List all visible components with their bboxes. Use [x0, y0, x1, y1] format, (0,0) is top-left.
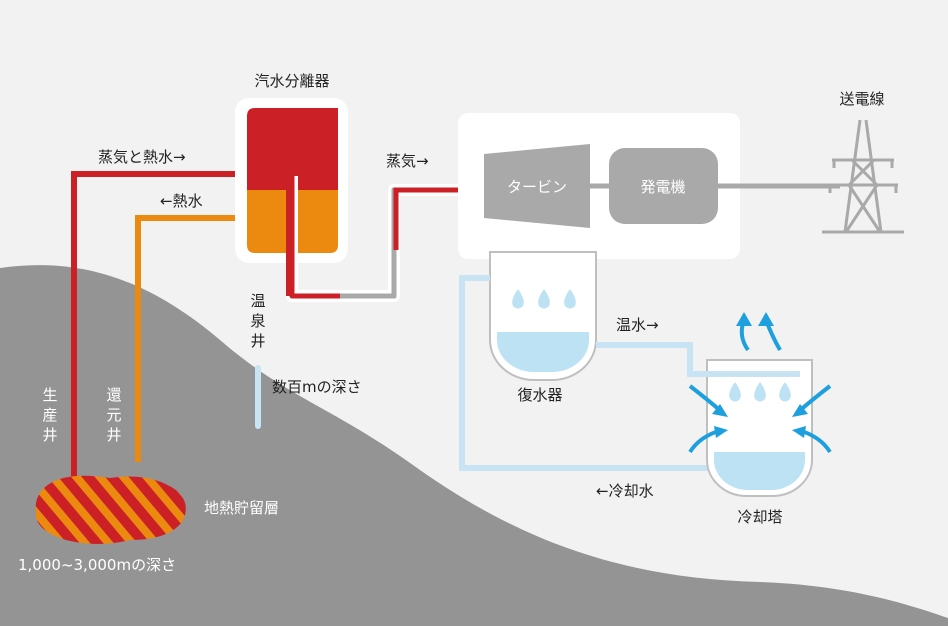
condenser-water [497, 332, 589, 372]
hot-spring-well-label-1: 温 [250, 292, 265, 310]
generator-label: 発電機 [640, 178, 685, 196]
water-drop-icon [512, 289, 576, 309]
ground [0, 265, 948, 626]
cooling-water-label: ←冷却水 [596, 482, 654, 500]
production-well-label-1: 生 [42, 386, 57, 404]
reinjection-well-label-1: 還 [106, 386, 121, 404]
hot-spring-well-label-3: 井 [250, 332, 265, 350]
turbine-shape [484, 144, 590, 228]
depth-reservoir-label: 1,000~3,000mの深さ [18, 556, 176, 574]
reinjection-well-pipe [135, 215, 244, 462]
steam-hot-water-label: 蒸気と熱水→ [98, 148, 186, 166]
cooling-tower-water [713, 452, 805, 490]
generator-shape [609, 148, 718, 224]
water-drop-icon [729, 382, 791, 402]
production-well-pipe [71, 171, 244, 478]
turbine-label: タービン [507, 178, 567, 196]
airflow-arrowheads [712, 404, 808, 438]
separator-steam-section [247, 108, 338, 190]
reinjection-well-label-3: 井 [106, 426, 121, 444]
pylon-icon [822, 119, 904, 234]
warm-water-label: 温水→ [616, 316, 659, 334]
steam-arrowheads [736, 312, 774, 326]
hot-water-return-label: ←熱水 [160, 192, 203, 210]
cooling-tower-label: 冷却塔 [737, 508, 782, 526]
power-line-label: 送電線 [839, 90, 884, 108]
hot-spring-well-label-2: 泉 [250, 312, 265, 330]
reservoir-label: 地熱貯留層 [204, 499, 279, 517]
condenser-label: 復水器 [517, 386, 562, 404]
reinjection-well-label-2: 元 [106, 406, 121, 424]
separator-label: 汽水分離器 [254, 72, 329, 90]
steam-label: 蒸気→ [386, 152, 429, 170]
depth-hundreds-label: 数百mの深さ [272, 378, 362, 396]
production-well-label-2: 産 [42, 406, 57, 424]
production-well-label-3: 井 [42, 426, 57, 444]
geothermal-reservoir [35, 475, 186, 544]
cooling-water-return-pipe [459, 275, 712, 471]
